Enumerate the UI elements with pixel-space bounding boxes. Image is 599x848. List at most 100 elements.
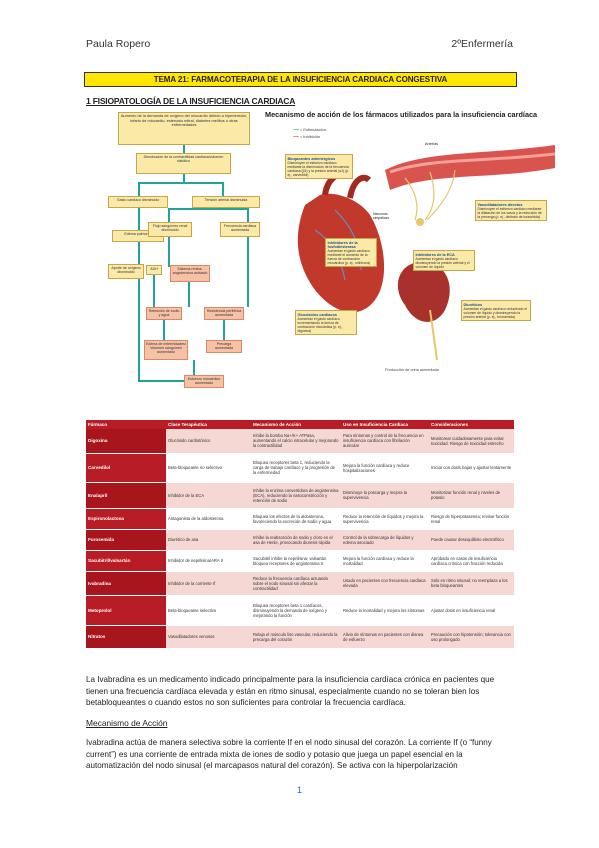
mechanism-heading: Mecanismo de Acción bbox=[86, 718, 168, 728]
table-cell: Beta-bloqueante no selectivo bbox=[166, 453, 251, 483]
table-cell: Beta-bloqueante selectivo bbox=[166, 595, 251, 626]
section-heading: 1 FISIOPATOLOGÍA DE LA INSUFICIENCIA CAR… bbox=[86, 96, 296, 106]
drug-cell: Enalapril bbox=[86, 482, 166, 509]
ivabradina-intro: La Ivabradina es un medicamento indicado… bbox=[86, 675, 495, 707]
flow-line bbox=[138, 182, 223, 184]
table-row: Enalapril Inhibidor de la ECA Inhibe la … bbox=[86, 482, 514, 509]
drug-cell: Nitratos bbox=[86, 625, 166, 649]
table-cell: Iniciar con dosis bajas y ajustar lentam… bbox=[429, 453, 514, 483]
drug-mechanism-illustration: Mecanismo de acción de los fármacos util… bbox=[265, 110, 555, 378]
flow-line bbox=[223, 320, 225, 340]
callout-name: Glucósidos cardiacos bbox=[297, 312, 337, 317]
table-row: Ivabradina Inhibidor de la corriente If … bbox=[86, 571, 514, 596]
table-cell: Reduce la mortalidad y mejora los síntom… bbox=[341, 595, 429, 626]
table-cell: Diurético de asa bbox=[166, 529, 251, 551]
flow-edema: Edema de extremidades/ Volumen sanguíneo… bbox=[144, 340, 188, 360]
callout-name: Inhibidores de la ECA bbox=[415, 252, 455, 257]
flow-contractility: Disminución de la contractilidad cardiac… bbox=[136, 153, 231, 174]
drug-cell: Espironolactona bbox=[86, 508, 166, 530]
artery-highlight bbox=[389, 152, 555, 174]
stimulation-arrow-icon: ⟶ bbox=[293, 127, 299, 132]
callout-direct-vasodilators: Vasodilatadores directos Disminuyen el e… bbox=[475, 200, 547, 221]
table-cell: Riesgo de hiperpotasemia; revisar funció… bbox=[429, 508, 514, 530]
callout-name: Vasodilatadores directos bbox=[477, 202, 523, 207]
author-name: Paula Ropero bbox=[86, 38, 151, 50]
table-row: Nitratos Vasodilatadores venosos Relaja … bbox=[86, 625, 514, 649]
flow-oxygen: Aporte de oxígeno disminuido bbox=[108, 264, 144, 279]
col-header: Mecanismo de Acción bbox=[251, 420, 341, 429]
table-cell: Monitorear cuidadosamente para evitar to… bbox=[429, 429, 514, 454]
table-row: Metoprolol Beta-bloqueante selectivo Blo… bbox=[86, 595, 514, 626]
page-number: 1 bbox=[296, 785, 302, 795]
table-cell: Glucósido cardiotónico bbox=[166, 429, 251, 454]
flow-line bbox=[247, 208, 249, 222]
page-header: Paula Ropero 2ºEnfermería bbox=[86, 38, 513, 50]
table-cell: Sacubitril inhibe la neprilisina; valsar… bbox=[251, 550, 341, 572]
flow-line bbox=[183, 145, 185, 153]
topic-title: TEMA 21: FARMACOTERAPIA DE LA INSUFICIEN… bbox=[84, 72, 517, 87]
nerves-label: Neuronas simpáticas bbox=[373, 212, 390, 220]
table-cell: Bloquea receptores beta 1 cardíacos, dis… bbox=[251, 595, 341, 626]
callout-text: Aumentan el gasto cardíaco mediante el a… bbox=[327, 248, 371, 265]
nerve-node bbox=[416, 218, 424, 226]
callout-adrenergic-blockers: Bloqueantes adrenérgicos Disminuyen el e… bbox=[285, 154, 353, 179]
flow-preload: Precarga aumentada bbox=[206, 340, 242, 353]
flow-line bbox=[168, 208, 248, 210]
table-cell: Inhibe la bomba Na+/K+ ATPasa, aumentand… bbox=[251, 429, 341, 454]
course-name: 2ºEnfermería bbox=[451, 38, 513, 50]
ureter-line bbox=[429, 309, 438, 361]
callout-name: Inhibidores de la fosfodiesterasa bbox=[327, 240, 358, 249]
table-cell: Reduce la retención de líquidos y mejora… bbox=[341, 508, 429, 530]
drug-cell: Digoxina bbox=[86, 429, 166, 454]
flow-effort: Esfuerzo miocárdico aumentado bbox=[184, 375, 224, 388]
callout-ace-inhibitors: Inhibidores de la ECA Aumentan el gasto … bbox=[413, 250, 475, 271]
table-cell: Mejora la función cardíaca y reduce hosp… bbox=[341, 453, 429, 483]
flow-line bbox=[193, 360, 195, 380]
flow-line bbox=[163, 320, 165, 340]
callout-text: Aumentan el gasto cardíaco incrementando… bbox=[297, 316, 343, 333]
flow-renal-flow: Flujo sanguíneo renal disminuido bbox=[148, 222, 192, 237]
col-header: Consideraciones bbox=[429, 420, 514, 429]
flow-line bbox=[138, 264, 140, 380]
flow-demand: Aumento de la demanda de oxígeno del mio… bbox=[118, 112, 250, 145]
mechanism-paragraph: Ivabradina actúa de manera selectiva sob… bbox=[86, 738, 492, 770]
table-cell: Inhibidor de la ECA bbox=[166, 482, 251, 509]
table-cell: Disminuye la poscarga y mejora la superv… bbox=[341, 482, 429, 509]
table-row: Carvedilol Beta-bloqueante no selectivo … bbox=[86, 453, 514, 483]
flow-heart-rate: Frecuencia cardiaca aumentada bbox=[220, 222, 260, 237]
table-cell: Ajustar dosis en insuficiencia renal bbox=[429, 595, 514, 626]
flow-raas: Sistema renina-angiotensina activado bbox=[170, 265, 210, 282]
flow-pressure-down: Tensión arterial disminuida bbox=[192, 196, 260, 208]
table-cell: Solo en ritmo sinusal; no reemplaza a lo… bbox=[429, 571, 514, 596]
flow-line bbox=[168, 237, 170, 267]
callout-text: Disminuyen el esfuerzo cardiaco mediante… bbox=[477, 206, 542, 219]
flow-retention: Retención de sodio y agua bbox=[146, 307, 182, 320]
table-cell: Relaja el músculo liso vascular, reducie… bbox=[251, 625, 341, 649]
table-cell: Bloquea receptores beta 1, reduciendo la… bbox=[251, 453, 341, 483]
flow-line bbox=[222, 182, 224, 196]
table-row: Digoxina Glucósido cardiotónico Inhibe l… bbox=[86, 429, 514, 454]
flow-line bbox=[138, 242, 140, 264]
flow-line bbox=[168, 208, 170, 222]
urine-caption: Producción de orina aumentada bbox=[385, 368, 439, 372]
flow-line bbox=[138, 182, 140, 196]
table-cell: Inhibidor de neprilisina/ARA II bbox=[166, 550, 251, 572]
table-cell: Monitorizar función renal y niveles de p… bbox=[429, 482, 514, 509]
table-cell: Precaución con hipotensión; tolerancia c… bbox=[429, 625, 514, 649]
callout-pde-inhibitors: Inhibidores de la fosfodiesterasa Aument… bbox=[325, 238, 377, 267]
table-cell: Usado en pacientes con frecuencia cardía… bbox=[341, 571, 429, 596]
kidney-shape bbox=[397, 261, 450, 322]
flow-line bbox=[188, 282, 190, 307]
table-cell: Mejora la función cardíaca y reduce la m… bbox=[341, 550, 429, 572]
table-cell: Alivio de síntomas en pacientes con disn… bbox=[341, 625, 429, 649]
table-cell: Inhibidor de la corriente If bbox=[166, 571, 251, 596]
flow-resistance: Resistencia periférica aumentada bbox=[204, 307, 244, 320]
col-header: Uso en Insuficiencia Cardíaca bbox=[341, 420, 429, 429]
callout-name: Diuréticos bbox=[463, 302, 483, 307]
drug-cell: Ivabradina bbox=[86, 571, 166, 596]
drug-cell: Sacubitril/valsartán bbox=[86, 550, 166, 572]
table-cell: Reduce la frecuencia cardíaca actuando s… bbox=[251, 571, 341, 596]
flow-line bbox=[247, 237, 249, 307]
flow-adh: ADH bbox=[146, 265, 162, 275]
drug-cell: Carvedilol bbox=[86, 453, 166, 483]
